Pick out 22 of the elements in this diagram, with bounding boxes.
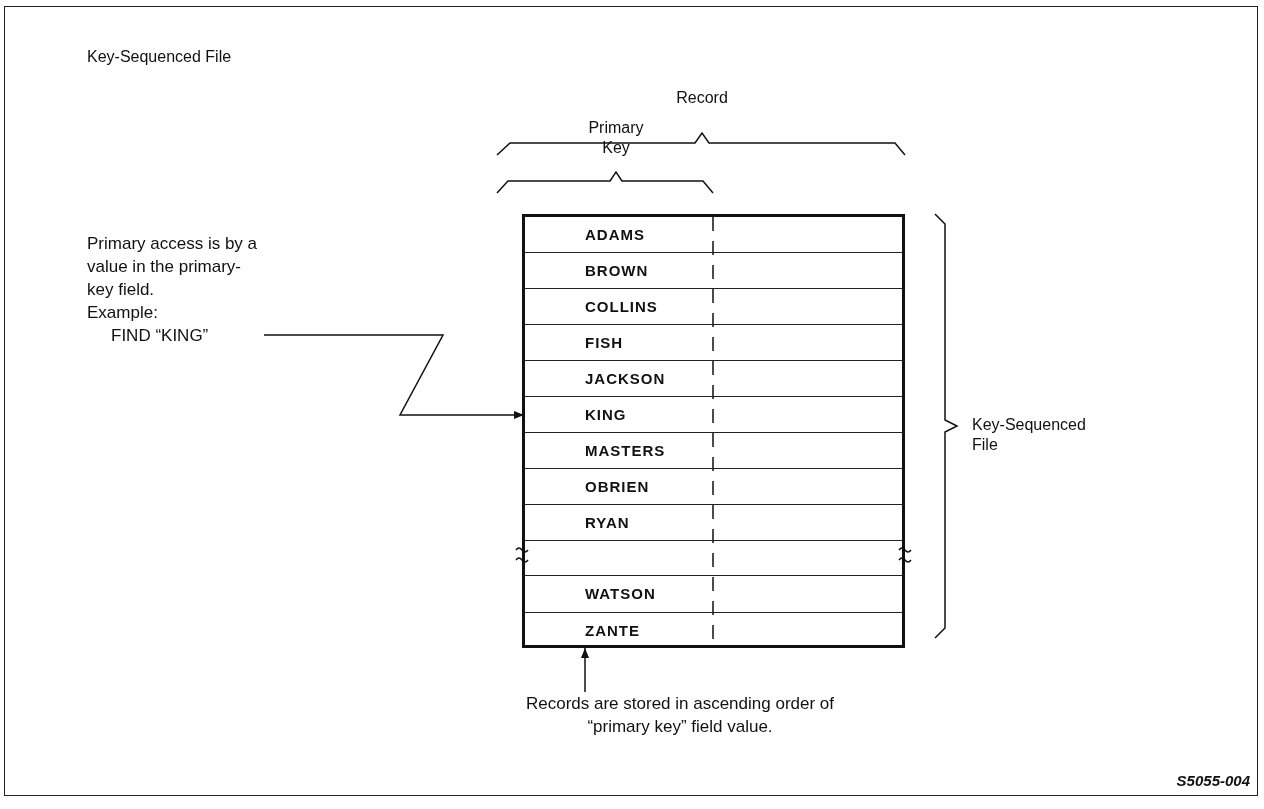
record-key: OBRIEN [585,478,650,495]
note-text: Records are stored in ascending order of “primary key” field value. [524,693,836,738]
record-key: MASTERS [585,442,666,459]
part-label: Primary Key [587,118,645,158]
record-key: COLLINS [585,298,658,315]
record-key: ADAMS [585,226,645,243]
part-label: Record [675,88,729,108]
note-text: Example: [87,302,159,324]
record-key: KING [585,406,627,423]
command-text: FIND “KING” [110,325,210,347]
record-key: JACKSON [585,370,666,387]
record-key: WATSON [585,585,656,602]
diagram-title: Key-Sequenced File [87,47,232,67]
part-label: Key-Sequenced File [972,415,1087,455]
figure-number: S5055-004 [1175,771,1250,791]
note-text: Primary access is by a value in the primary-key field. [87,233,259,301]
record-table [522,214,905,648]
record-key: BROWN [585,262,649,279]
arrow [581,647,589,693]
record-key: ZANTE [585,622,640,639]
record-key: FISH [585,334,624,351]
record-key: RYAN [585,514,630,531]
